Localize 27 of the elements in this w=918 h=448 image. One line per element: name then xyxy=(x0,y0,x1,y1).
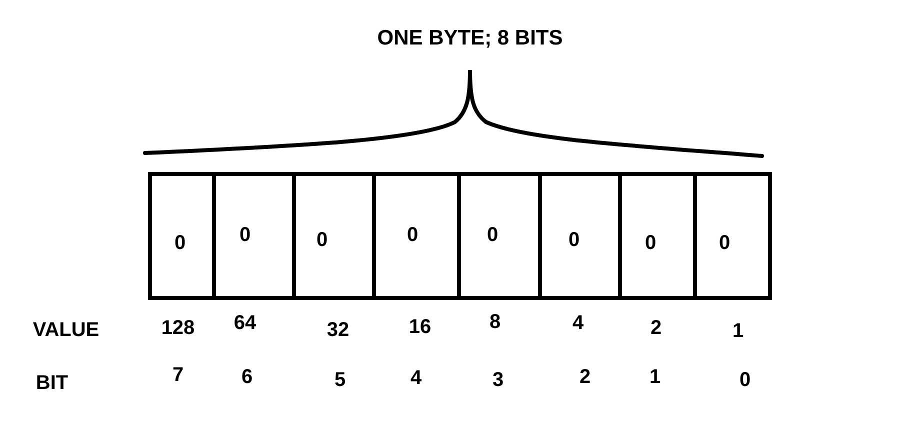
bit-value: 0 xyxy=(644,233,656,253)
row-label: BIT xyxy=(36,373,68,393)
bit-number: 6 xyxy=(241,367,253,387)
bit-number: 7 xyxy=(172,365,184,385)
bit-value: 0 xyxy=(406,225,418,245)
place-value: 128 xyxy=(161,318,195,338)
row-label: VALUE xyxy=(32,320,100,340)
bit-number: 2 xyxy=(579,367,591,387)
bit-number: 0 xyxy=(739,370,751,390)
bit-value: 0 xyxy=(239,225,251,245)
bit-value: 0 xyxy=(718,233,730,253)
place-value: 2 xyxy=(650,318,662,338)
place-value: 16 xyxy=(408,317,432,337)
place-value: 1 xyxy=(732,321,744,341)
bit-value: 0 xyxy=(568,230,580,250)
place-value: 8 xyxy=(489,312,501,332)
bit-number: 5 xyxy=(334,370,346,390)
bit-number: 1 xyxy=(649,367,661,387)
bit-value: 0 xyxy=(174,233,186,253)
bit-number: 3 xyxy=(492,370,504,390)
place-value: 32 xyxy=(326,320,350,340)
bit-value: 0 xyxy=(486,225,498,245)
bit-value: 0 xyxy=(316,230,328,250)
place-value: 64 xyxy=(234,313,256,333)
place-value: 4 xyxy=(572,313,584,333)
bit-number: 4 xyxy=(410,368,422,388)
title: ONE BYTE; 8 BITS xyxy=(377,28,563,48)
